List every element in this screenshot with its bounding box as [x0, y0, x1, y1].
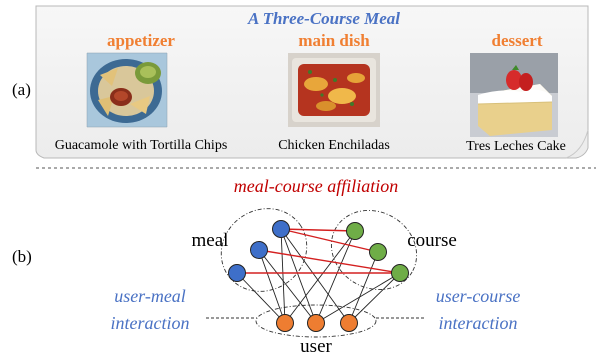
course-dessert: dessert: [492, 31, 543, 50]
meal-course-edge: [258, 249, 401, 274]
user-node: [307, 314, 325, 332]
user-meal-edge: [236, 272, 286, 324]
course-main-dish: main dish: [298, 31, 370, 50]
course-node: [369, 243, 387, 261]
user-course-edge: [315, 230, 356, 324]
graph-nodes: [228, 220, 409, 332]
user-node: [276, 314, 294, 332]
guacamole-photo: [86, 52, 168, 128]
meal-course-edge: [280, 228, 379, 253]
user-meal-edge: [258, 249, 317, 324]
meal-course-edge: [280, 228, 356, 232]
meal-title: A Three-Course Meal: [247, 9, 400, 28]
meal-course-affiliation-label: meal-course affiliation: [234, 176, 398, 196]
user-course-edge: [348, 251, 379, 324]
meal-label: meal: [192, 230, 229, 251]
user-group-outline: [255, 304, 377, 338]
user-course-edge: [315, 272, 401, 324]
user-course-interaction-label: user-course: [436, 286, 521, 306]
user-meal-interaction-label: user-meal: [114, 286, 186, 306]
meal-group-outline: [220, 208, 308, 292]
user-course-interaction-label-2: interaction: [439, 313, 518, 333]
graph-edges: [236, 228, 401, 324]
course-node: [391, 264, 409, 282]
course-group-outline: [330, 209, 418, 291]
user-meal-interaction-label-2: interaction: [111, 313, 190, 333]
panel-b-label: (b): [12, 247, 32, 266]
meal-node: [272, 220, 290, 238]
user-course-edge: [348, 272, 401, 324]
user-node: [340, 314, 358, 332]
course-appetizer: appetizer: [107, 31, 175, 50]
dish-guacamole: Guacamole with Tortilla Chips: [55, 138, 228, 153]
tres-leches-photo: [470, 53, 558, 137]
dish-enchiladas: Chicken Enchiladas: [278, 138, 390, 153]
panel-a-label: (a): [12, 80, 31, 99]
meal-node: [228, 264, 246, 282]
user-label: user: [300, 336, 332, 356]
user-meal-edge: [258, 249, 286, 324]
course-label: course: [407, 230, 457, 251]
meal-node: [250, 241, 268, 259]
user-meal-edge: [280, 228, 317, 324]
user-course-edge: [284, 230, 356, 324]
dish-tres-leches: Tres Leches Cake: [466, 139, 566, 154]
user-meal-edge: [280, 228, 350, 324]
user-meal-edge: [280, 228, 286, 324]
course-node: [346, 222, 364, 240]
enchiladas-photo: [288, 53, 380, 127]
page-curl: [565, 129, 589, 159]
